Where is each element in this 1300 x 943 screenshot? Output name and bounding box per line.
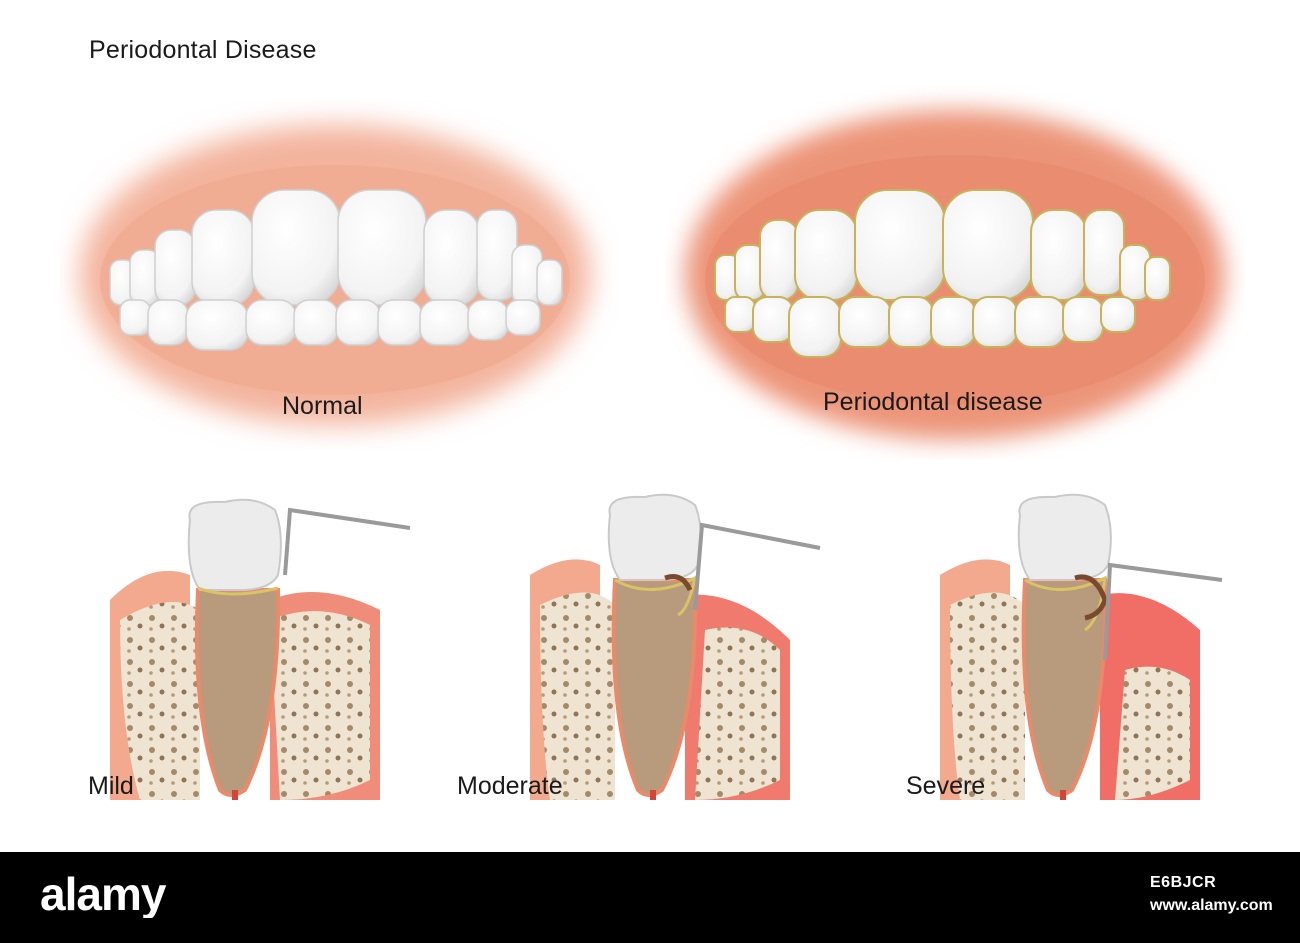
upper-teeth-diseased	[714, 189, 1171, 301]
lower-teeth-diseased	[724, 296, 1136, 358]
diagram-title: Periodontal Disease	[89, 36, 317, 64]
stage-label-moderate: Moderate	[457, 772, 563, 800]
stock-footer-bar: alamy E6BJCR www.alamy.com	[0, 852, 1300, 943]
mouth-normal-illustration	[80, 125, 590, 425]
alamy-logo: alamy	[40, 872, 250, 918]
logo-wordmark: alamy	[40, 872, 167, 918]
tooth-stage-moderate: Moderate	[450, 480, 830, 810]
tooth-stage-severe: Severe	[900, 480, 1240, 810]
mouth-label-normal: Normal	[282, 392, 363, 420]
stage-label-mild: Mild	[88, 772, 134, 800]
stage-label-severe: Severe	[906, 772, 986, 800]
mouth-diseased: Periodontal disease	[665, 85, 1245, 460]
tooth-stage-mild: Mild	[80, 480, 420, 810]
tooth-mild-illustration	[110, 498, 411, 800]
image-id: E6BJCR	[1150, 874, 1217, 891]
mouth-diseased-illustration	[685, 110, 1225, 440]
tooth-moderate-illustration	[530, 493, 821, 800]
site-url[interactable]: www.alamy.com	[1150, 897, 1273, 914]
lower-teeth	[119, 299, 541, 351]
tooth-severe-illustration	[940, 493, 1223, 800]
upper-teeth	[109, 189, 563, 306]
mouth-normal: Normal	[60, 100, 620, 450]
mouth-label-diseased: Periodontal disease	[823, 388, 1043, 416]
